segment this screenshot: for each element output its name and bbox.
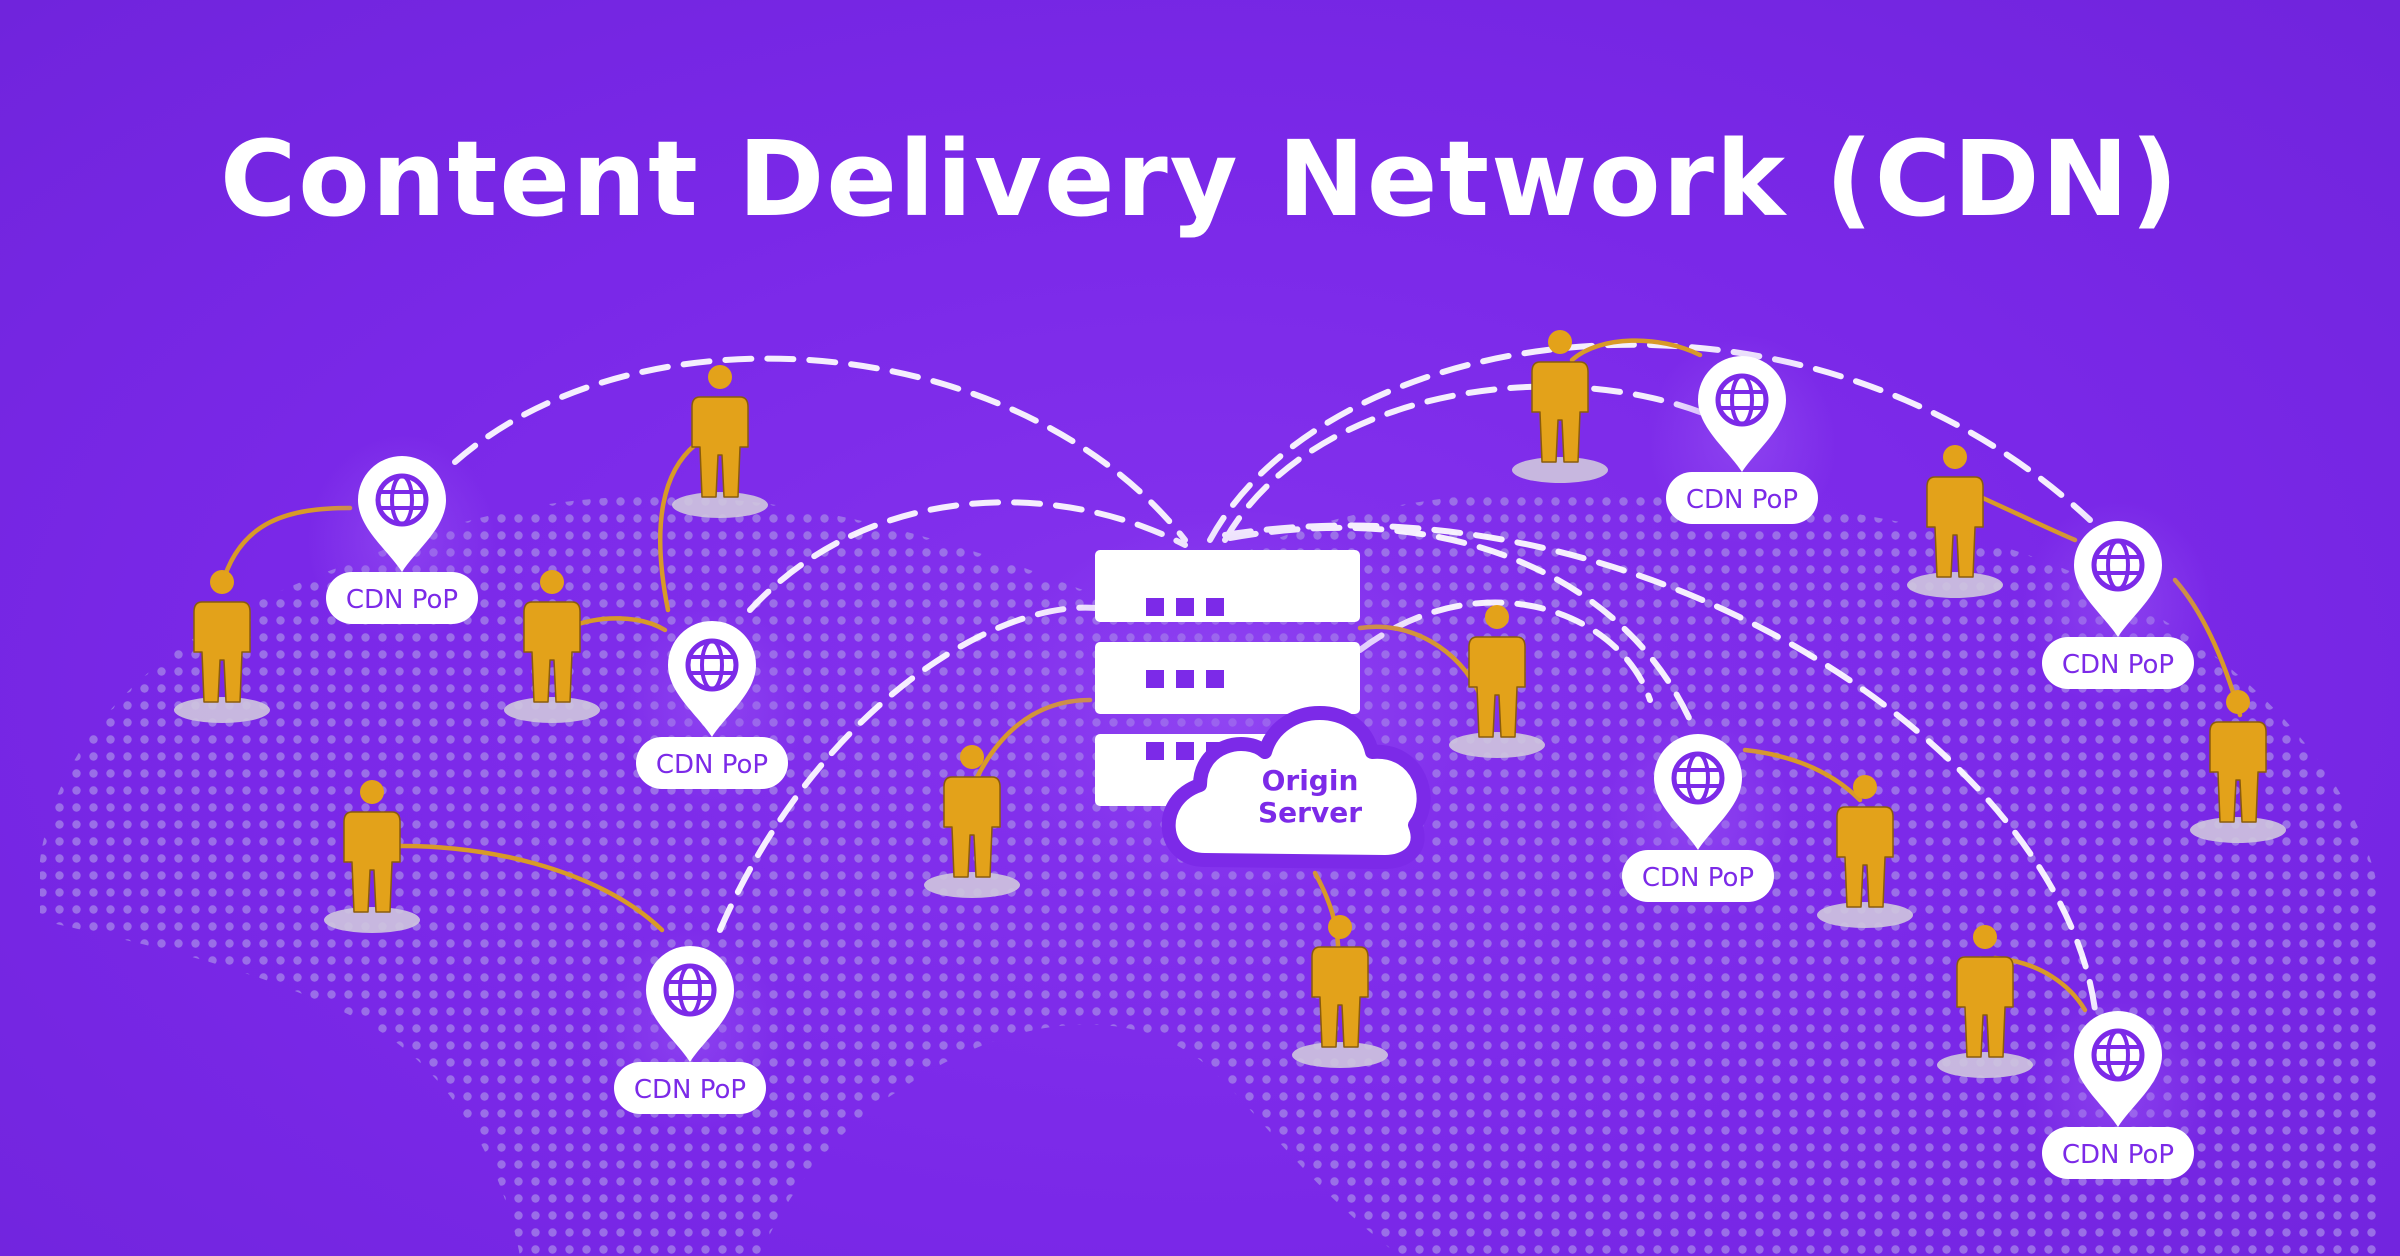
- cdn-pop-marker: CDN PoP: [307, 435, 497, 645]
- person-icon: [1817, 775, 1913, 928]
- cdn-pop-marker: CDN PoP: [2023, 500, 2213, 710]
- person-icon: [2190, 690, 2286, 843]
- cdn-pop-marker: CDN PoP: [617, 600, 807, 810]
- globe-pin-icon: [668, 620, 756, 737]
- person-icon: [1937, 925, 2033, 1078]
- pop-label-pill: [2042, 1127, 2194, 1179]
- person-icon: [174, 570, 270, 723]
- cdn-pop-marker: CDN PoP: [1647, 335, 1837, 545]
- pop-label-pill: [2042, 637, 2194, 689]
- pop-label: CDN PoP: [656, 750, 768, 780]
- pop-label-pill: [614, 1062, 766, 1114]
- globe-pin-icon: [1698, 356, 1786, 472]
- person-icon: [1449, 605, 1545, 758]
- cdn-pop-marker: CDN PoP: [1603, 713, 1793, 923]
- globe-pin-icon: [1654, 734, 1742, 850]
- pop-label: CDN PoP: [1686, 485, 1798, 515]
- pop-label: CDN PoP: [634, 1075, 746, 1105]
- dashed-link-4: [1207, 341, 2093, 543]
- cdn-pop-marker: CDN PoP: [2023, 990, 2213, 1200]
- person-icon: [504, 570, 600, 723]
- dashed-link-1: [452, 355, 1188, 543]
- origin-label-line2: Server: [1258, 796, 1362, 829]
- dashed-link-2: [747, 499, 1188, 613]
- person-icon: [324, 780, 420, 933]
- person-icon: [924, 745, 1020, 898]
- pop-label-pill: [1622, 850, 1774, 902]
- dashed-link-7: [1222, 522, 2098, 1013]
- origin-label-line1: Origin: [1262, 764, 1359, 797]
- pop-label-pill: [326, 572, 478, 624]
- person-icon: [1512, 330, 1608, 483]
- origin-server: Origin Server: [995, 510, 1475, 910]
- person-icon: [1907, 445, 2003, 598]
- globe-pin-icon: [2074, 521, 2162, 637]
- pop-label: CDN PoP: [2062, 1140, 2174, 1170]
- pop-label-pill: [636, 737, 788, 789]
- pop-label: CDN PoP: [346, 585, 458, 615]
- pop-label-pill: [1666, 472, 1818, 524]
- person-icon: [1292, 915, 1388, 1068]
- cdn-pop-marker: CDN PoP: [595, 925, 785, 1135]
- users: [174, 330, 2286, 1078]
- person-icon: [672, 365, 768, 518]
- cloud-icon: [1161, 706, 1431, 869]
- page-title: Content Delivery Network (CDN): [219, 118, 2181, 240]
- globe-pin-icon: [645, 945, 734, 1062]
- globe-pin-icon: [2074, 1011, 2162, 1127]
- globe-pin-icon: [358, 456, 446, 572]
- pop-label: CDN PoP: [2062, 650, 2174, 680]
- pop-label: CDN PoP: [1642, 863, 1754, 893]
- cdn-pop-markers: CDN PoP CDN PoP CDN PoP CDN PoP CDN PoP CDN P…: [307, 335, 2213, 1200]
- dashed-link-5: [1222, 383, 1723, 543]
